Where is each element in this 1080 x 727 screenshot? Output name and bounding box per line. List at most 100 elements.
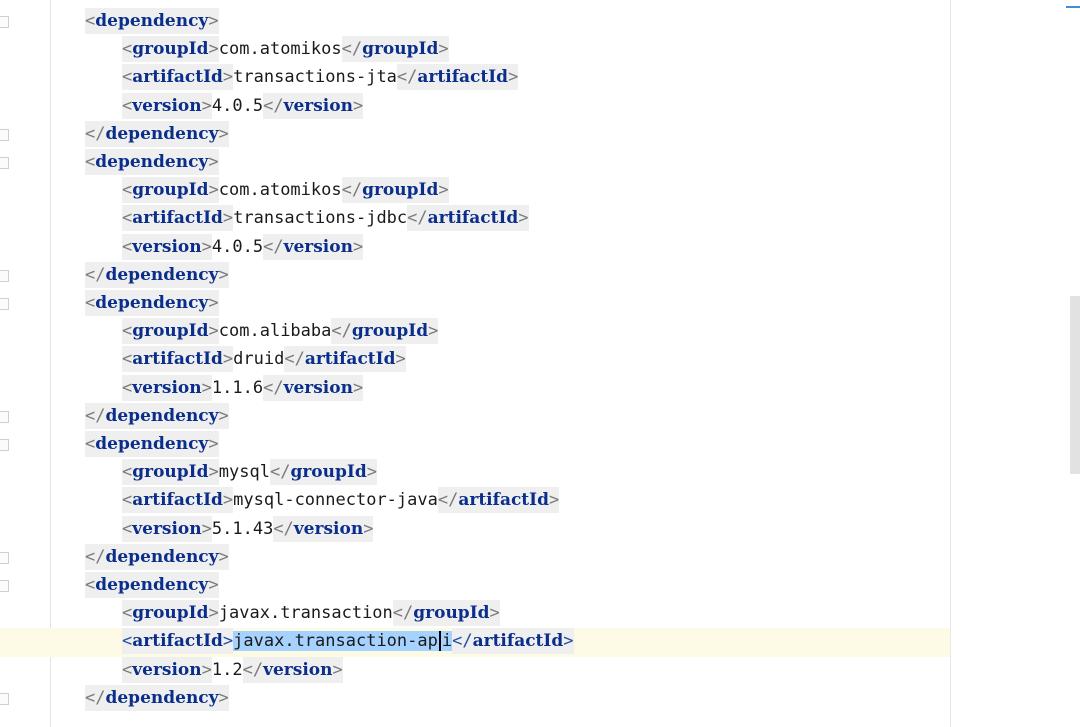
code-line[interactable]: <groupId>com.alibaba</groupId> — [122, 318, 439, 345]
element-text: transactions-jdbc — [233, 208, 408, 229]
tag-bracket: </ — [341, 39, 363, 60]
tag-name: dependency — [105, 123, 219, 144]
opening-tag: <dependency> — [85, 290, 219, 316]
code-editor[interactable]: <dependency><groupId>com.atomikos</group… — [51, 0, 950, 727]
tag-bracket: < — [122, 603, 133, 624]
code-line[interactable]: </dependency> — [85, 543, 229, 570]
tag-bracket: > — [352, 236, 364, 257]
tag-bracket: > — [218, 546, 229, 567]
tag-bracket: </ — [85, 405, 106, 426]
tag-bracket: > — [222, 490, 234, 511]
tag-bracket: < — [85, 575, 96, 595]
tag-name: groupId — [132, 180, 209, 201]
code-line[interactable]: <version>1.1.6</version> — [122, 374, 364, 401]
code-line[interactable]: <dependency> — [85, 8, 219, 34]
element-text: com.atomikos — [218, 180, 342, 201]
code-line[interactable]: <groupId>com.atomikos</groupId> — [122, 36, 449, 63]
tag-name: version — [132, 659, 202, 680]
tag-bracket: > — [201, 236, 212, 257]
code-line[interactable]: <artifactId>transactions-jdbc</artifactI… — [122, 205, 529, 232]
fold-marker-icon[interactable] — [0, 298, 9, 310]
tag-name: artifactId — [132, 208, 223, 229]
tag-name: dependency — [95, 11, 209, 31]
fold-marker-icon[interactable] — [0, 157, 9, 169]
fold-marker-icon[interactable] — [0, 692, 9, 705]
code-line[interactable]: <dependency> — [85, 290, 219, 316]
opening-tag: <dependency> — [85, 431, 219, 457]
tag-name: version — [132, 236, 202, 257]
code-line[interactable]: <version>4.0.5</version> — [122, 233, 364, 260]
tag-bracket: > — [508, 67, 519, 88]
code-line[interactable]: <version>4.0.5</version> — [122, 92, 364, 119]
editor-right-area — [951, 0, 1080, 727]
tag-name: artifactId — [132, 631, 223, 652]
code-line[interactable]: <version>5.1.43</version> — [122, 515, 374, 542]
tag-bracket: > — [208, 603, 219, 624]
tag-name: groupId — [290, 462, 367, 483]
tag-bracket: > — [208, 293, 219, 313]
element-text: mysql-connector-java — [233, 490, 438, 511]
code-line[interactable]: <groupId>com.atomikos</groupId> — [122, 177, 449, 204]
code-line[interactable]: <artifactId>druid</artifactId> — [122, 346, 406, 373]
tag-bracket: < — [122, 67, 133, 88]
fold-marker-icon[interactable] — [0, 410, 9, 423]
tag-bracket: </ — [85, 123, 106, 144]
fold-marker-icon[interactable] — [0, 580, 9, 592]
tag-bracket: </ — [273, 518, 294, 539]
closing-tag: </artifactId> — [407, 205, 529, 232]
tag-bracket: < — [122, 377, 133, 398]
tag-bracket: > — [201, 95, 212, 116]
tag-name: groupId — [132, 603, 209, 624]
tag-bracket: > — [201, 659, 212, 680]
fold-marker-icon[interactable] — [0, 16, 9, 28]
tag-bracket: > — [549, 490, 560, 511]
error-stripe-marker[interactable] — [1066, 6, 1080, 8]
vertical-scrollbar-thumb[interactable] — [1070, 296, 1080, 474]
code-line[interactable]: </dependency> — [85, 120, 229, 147]
fold-marker-icon[interactable] — [0, 439, 9, 451]
fold-marker-icon[interactable] — [0, 269, 9, 282]
code-line[interactable]: <version>1.2</version> — [122, 656, 343, 683]
tag-name: dependency — [105, 264, 219, 285]
opening-tag: <artifactId> — [122, 205, 234, 232]
opening-tag: <groupId> — [122, 36, 219, 63]
code-line[interactable]: <groupId>mysql</groupId> — [122, 459, 377, 486]
code-line[interactable]: <artifactId>transactions-jta</artifactId… — [122, 64, 519, 91]
tag-name: dependency — [105, 405, 219, 426]
code-line[interactable]: </dependency> — [85, 402, 229, 429]
tag-name: groupId — [362, 180, 439, 201]
tag-name: groupId — [132, 321, 209, 342]
tag-name: groupId — [413, 603, 490, 624]
tag-bracket: > — [222, 349, 234, 370]
line-gutter[interactable] — [0, 0, 51, 727]
tag-bracket: < — [122, 349, 133, 370]
fold-marker-icon[interactable] — [0, 128, 9, 141]
tag-name: version — [263, 659, 333, 680]
tag-bracket: > — [208, 434, 219, 454]
tag-bracket: > — [438, 39, 449, 60]
tag-bracket: < — [122, 631, 133, 652]
tag-bracket: < — [122, 95, 133, 116]
tag-bracket: </ — [263, 377, 284, 398]
tag-name: artifactId — [458, 490, 549, 511]
tag-bracket: < — [122, 208, 133, 229]
opening-tag: <version> — [122, 233, 212, 260]
closing-tag: </groupId> — [341, 177, 449, 204]
code-line[interactable]: </dependency> — [85, 261, 229, 288]
element-text: 1.2 — [211, 659, 243, 680]
code-line[interactable]: <groupId>javax.transaction</groupId> — [122, 600, 500, 627]
opening-tag: <version> — [122, 656, 212, 683]
code-line[interactable]: </dependency> — [85, 684, 229, 711]
code-line[interactable]: <artifactId>mysql-connector-java</artifa… — [122, 487, 560, 514]
code-line[interactable]: <dependency> — [85, 572, 219, 598]
element-text: 4.0.5 — [211, 95, 264, 116]
code-line[interactable]: <dependency> — [85, 149, 219, 175]
opening-tag: <groupId> — [122, 318, 219, 345]
fold-marker-icon[interactable] — [0, 551, 9, 564]
tag-name: version — [132, 377, 202, 398]
tag-bracket: < — [122, 518, 133, 539]
text-cursor — [438, 631, 441, 652]
tag-name: version — [132, 95, 202, 116]
code-line[interactable]: <dependency> — [85, 431, 219, 457]
